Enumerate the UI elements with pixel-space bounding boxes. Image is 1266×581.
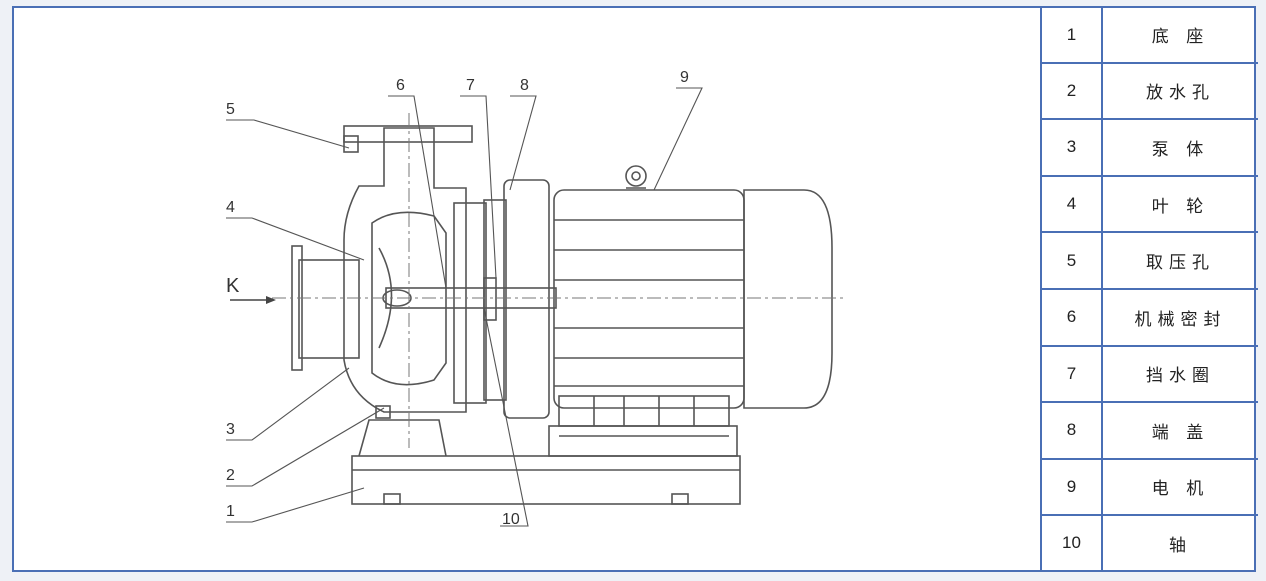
legend-num: 5 xyxy=(1042,232,1103,290)
legend-name: 底 座 xyxy=(1102,8,1258,64)
pump-casing xyxy=(343,127,467,413)
base-hole-left xyxy=(383,493,401,505)
legend-name: 电 机 xyxy=(1102,458,1258,517)
legend-num: 4 xyxy=(1042,175,1103,234)
callout-8: 8 xyxy=(520,77,529,94)
legend-row: 10 轴 xyxy=(1042,515,1258,570)
legend-name: 泵 体 xyxy=(1102,119,1258,177)
callout-5: 5 xyxy=(226,101,235,118)
base-plate xyxy=(351,455,741,505)
pump-foot xyxy=(358,419,447,457)
legend-name: 取压孔 xyxy=(1102,232,1258,290)
end-cover xyxy=(503,179,550,419)
legend-name: 轴 xyxy=(1169,535,1192,556)
callout-2: 2 xyxy=(226,467,235,484)
flow-label: K xyxy=(226,275,240,297)
legend-num: 8 xyxy=(1042,402,1103,460)
lifting-eye xyxy=(625,165,647,187)
legend-num: 2 xyxy=(1042,62,1103,121)
legend-num: 9 xyxy=(1042,458,1103,517)
legend-name: 叶 轮 xyxy=(1102,175,1258,234)
fan-cover xyxy=(743,189,833,409)
callout-6: 6 xyxy=(396,77,405,94)
callout-9: 9 xyxy=(680,69,689,86)
legend-num: 10 xyxy=(1042,515,1103,570)
legend-num: 7 xyxy=(1042,345,1103,404)
legend-name: 端 盖 xyxy=(1102,402,1258,460)
motor-feet xyxy=(548,425,738,457)
legend-name: 放水孔 xyxy=(1102,62,1258,121)
legend-name: 挡水圈 xyxy=(1102,345,1258,404)
motor-body xyxy=(553,189,745,409)
base-hole-right xyxy=(671,493,689,505)
legend-num: 6 xyxy=(1042,288,1103,347)
callout-4: 4 xyxy=(226,199,235,216)
diagram-frame: K 1 2 3 4 5 6 7 8 9 xyxy=(12,6,1258,572)
inlet-flange xyxy=(298,259,360,359)
legend-num: 3 xyxy=(1042,119,1103,177)
inlet-arrow-head xyxy=(266,296,276,304)
callout-10: 10 xyxy=(502,511,520,528)
pump-drawing-svg: K 1 2 3 4 5 6 7 8 9 xyxy=(226,69,846,528)
drain-hole xyxy=(375,405,391,419)
callout-3: 3 xyxy=(226,421,235,438)
callout-1: 1 xyxy=(226,503,235,520)
outlet-flange xyxy=(343,125,473,143)
legend-num: 1 xyxy=(1042,8,1103,64)
legend-name: 机械密封 xyxy=(1102,288,1258,347)
pump-drawing: K 1 2 3 4 5 6 7 8 9 xyxy=(14,8,1038,570)
impeller xyxy=(371,211,447,386)
callout-7: 7 xyxy=(466,77,475,94)
